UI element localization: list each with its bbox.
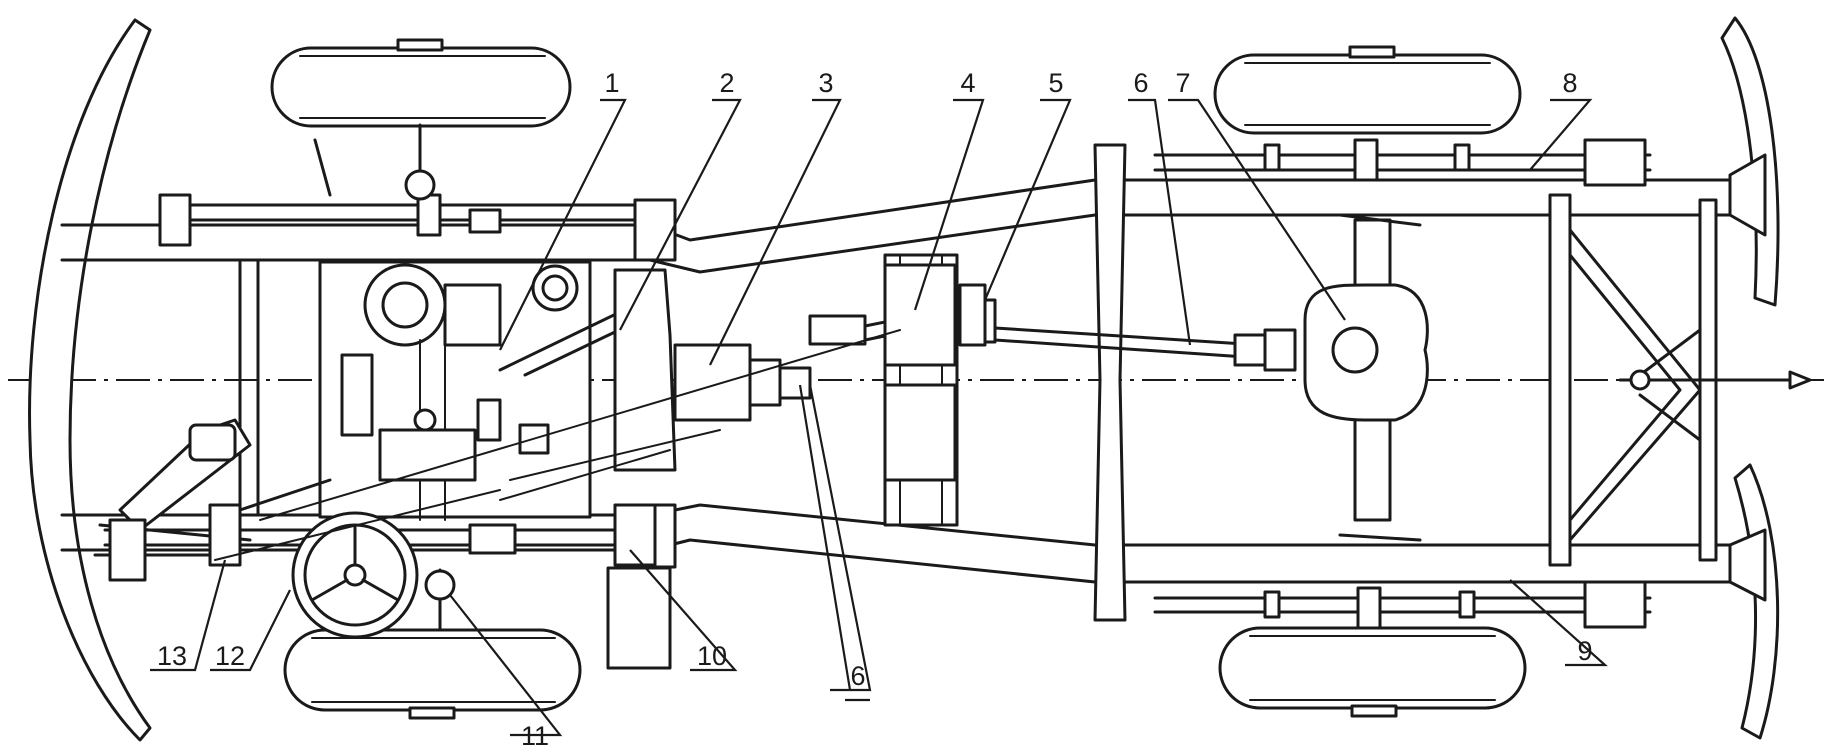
front-bumper [28,18,152,742]
frame-rail-top [60,178,1732,274]
callout-8: 8 [1562,68,1577,98]
callout-2: 2 [719,68,734,98]
callout-9: 9 [1577,636,1592,666]
battery-box [606,566,672,670]
control-rods [214,329,901,561]
wheel-rear-bottom [1218,626,1527,718]
wheel-front-top [270,38,572,128]
propeller-shaft [808,298,1297,372]
center-bearing-support [883,263,987,482]
callout-5: 5 [1048,68,1063,98]
callout-3: 3 [818,68,833,98]
front-spring-top [158,193,677,262]
rear-axle [1303,213,1429,542]
rear-bumper-bottom [1733,463,1780,740]
steering-assembly [93,418,332,582]
engine [318,260,647,521]
tow-hook [1618,369,1812,391]
rear-bumper-top [1720,16,1780,307]
callout-4: 4 [960,68,975,98]
frame-rear-horns [1728,153,1767,602]
steering-wheel [291,511,419,639]
gearbox [613,268,812,567]
callout-10: 10 [697,641,727,671]
callout-12: 12 [215,641,245,671]
wheel-rear-top [1213,45,1522,135]
front-steering-knuckles [313,123,456,632]
callout-7: 7 [1175,68,1190,98]
leader-lines [150,98,1608,737]
callout-13: 13 [157,641,187,671]
rear-spring-bottom [1153,580,1652,630]
callout-11: 11 [521,721,549,750]
wheel-front-bottom [283,628,582,720]
rear-spring-top [1153,138,1652,187]
callout-6: 6 [1133,68,1148,98]
callout-1: 1 [604,68,619,98]
callout-6-lower: 6 [850,661,865,691]
